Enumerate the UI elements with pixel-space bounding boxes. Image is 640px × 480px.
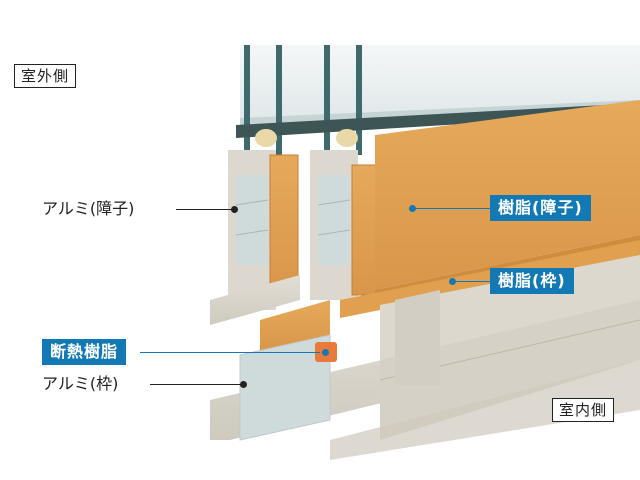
indoor-side-label: 室内側 (552, 398, 615, 422)
aluminum-frame-leader (150, 384, 242, 385)
resin-sash-callout: 樹脂(障子) (490, 195, 591, 221)
resin-frame-leader (454, 281, 490, 282)
resin-frame-callout: 樹脂(枠) (490, 268, 574, 294)
aluminum-sash-marker (231, 206, 238, 213)
aluminum-sash (228, 150, 358, 310)
resin-frame-marker (449, 278, 456, 285)
aluminum-sash-label: アルミ(障子) (42, 199, 135, 218)
resin-sash-leader (414, 208, 490, 209)
aluminum-frame-marker (240, 381, 247, 388)
thermal-break-marker (322, 349, 329, 356)
resin-sash-marker (409, 205, 416, 212)
aluminum-sash-leader (176, 209, 232, 210)
aluminum-frame-label: アルミ(枠) (42, 374, 119, 393)
aluminum-frame-rails (210, 255, 640, 441)
glass-panes (236, 45, 640, 155)
thermal-break-resin-callout: 断熱樹脂 (42, 339, 127, 365)
outdoor-side-label: 室外側 (14, 64, 77, 88)
thermal-break-leader (140, 352, 320, 353)
